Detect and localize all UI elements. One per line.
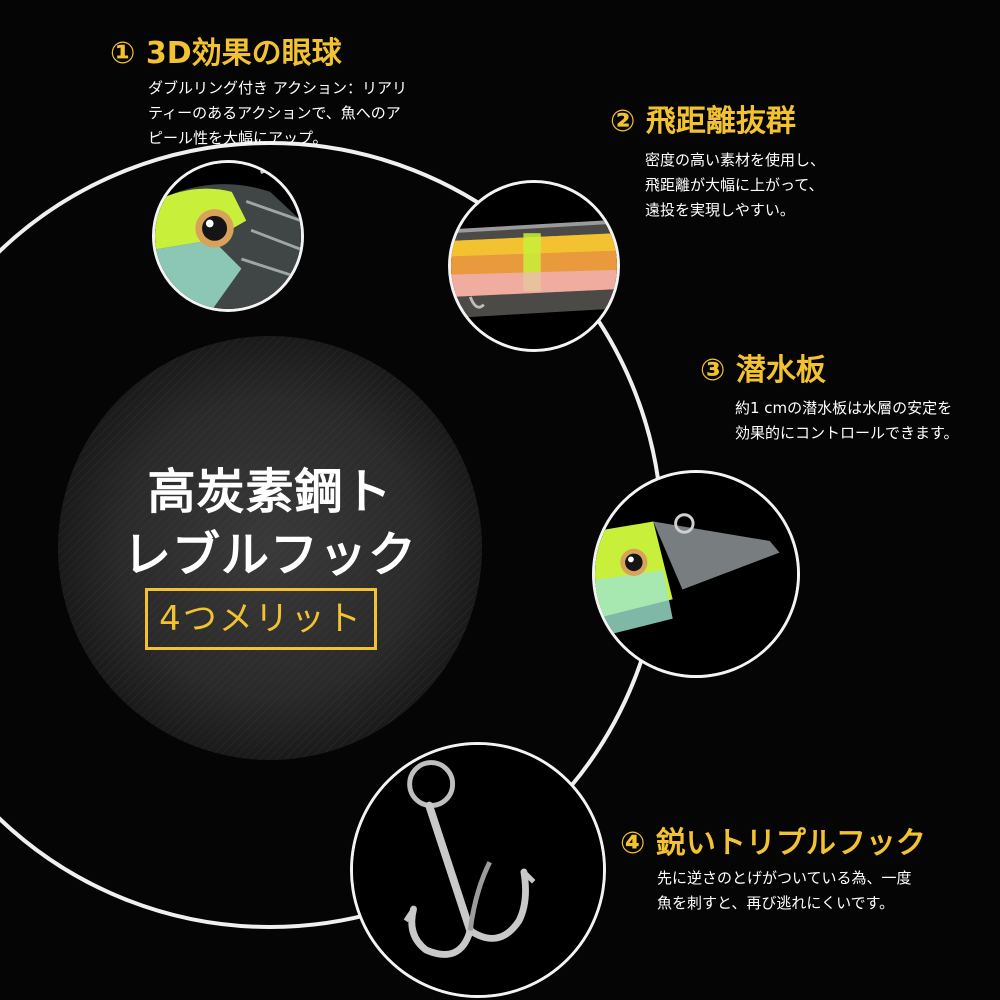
feature-2-desc-line: 飛距離が大幅に上がって、 xyxy=(645,176,824,194)
feature-1-desc: ダブルリング付き アクション：リアリ ティーのあるアクションで、魚へのア ピール… xyxy=(148,76,407,151)
center-title-line2: レブルフック xyxy=(122,527,417,583)
lure-eye-icon xyxy=(155,163,301,309)
feature-3-title: ③ 潜水板 xyxy=(700,353,826,388)
feature-1-desc-line: ティーのあるアクションで、魚へのア xyxy=(148,104,401,122)
diving-lip-icon xyxy=(595,473,797,675)
diving-lip-thumbnail xyxy=(592,470,800,678)
feature-2-desc-line: 密度の高い素材を使用し、 xyxy=(645,151,826,169)
merit-label-box: 4つメリット xyxy=(145,588,377,650)
feature-4-desc: 先に逆さのとげがついている為、一度 魚を刺すと、再び逃れにくいです。 xyxy=(657,866,912,916)
feature-1-desc-line: ピール性を大幅にアップ。 xyxy=(148,129,328,147)
feature-1-desc-line: ダブルリング付き アクション：リアリ xyxy=(148,79,408,97)
lure-body-icon xyxy=(451,183,617,349)
feature-3-desc: 約1 cmの潜水板は水層の安定を 効果的にコントロールできます。 xyxy=(735,396,959,446)
feature-4-desc-line: 先に逆さのとげがついている為、一度 xyxy=(657,869,912,887)
feature-2-desc-line: 遠投を実現しやすい。 xyxy=(645,201,795,219)
center-disk-texture xyxy=(58,336,482,760)
feature-2-title: ② 飛距離抜群 xyxy=(610,104,796,139)
feature-2-desc: 密度の高い素材を使用し、 飛距離が大幅に上がって、 遠投を実現しやすい。 xyxy=(645,148,825,223)
treble-hook-thumbnail xyxy=(350,742,606,998)
feature-3-desc-line: 効果的にコントロールできます。 xyxy=(735,424,959,442)
treble-hook-icon xyxy=(353,745,603,995)
feature-1-title: ① 3D効果の眼球 xyxy=(110,36,342,71)
feature-3-desc-line: 約1 cmの潜水板は水層の安定を xyxy=(735,399,953,417)
feature-4-title: ④ 鋭いトリプルフック xyxy=(620,826,926,861)
lure-eye-thumbnail xyxy=(152,160,304,312)
feature-4-desc-line: 魚を刺すと、再び逃れにくいです。 xyxy=(657,894,895,912)
lure-body-thumbnail xyxy=(448,180,620,352)
center-title-line1: 高炭素鋼ト xyxy=(147,464,393,520)
